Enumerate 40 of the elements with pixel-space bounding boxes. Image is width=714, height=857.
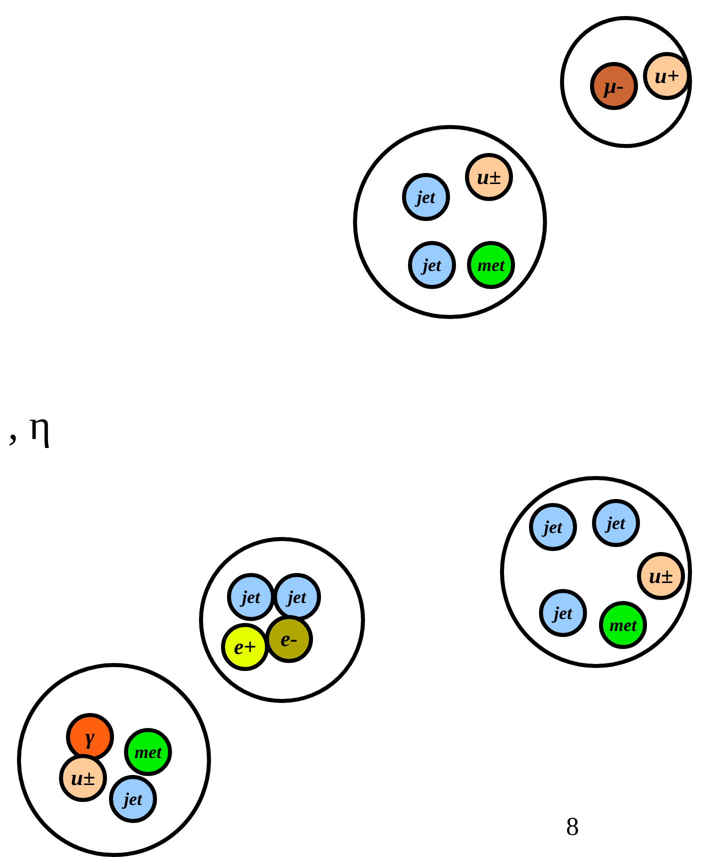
particle-label: jet bbox=[417, 188, 435, 206]
particle-circle bbox=[408, 241, 456, 289]
particle-label: u± bbox=[648, 565, 674, 587]
particle-circle bbox=[109, 775, 157, 823]
particle-label: jet bbox=[242, 588, 260, 606]
particle-circle bbox=[529, 503, 577, 551]
particle-label: jet bbox=[554, 604, 572, 622]
particle-label: e+ bbox=[234, 636, 256, 658]
particle-circle bbox=[227, 573, 275, 621]
particle-label: jet bbox=[607, 514, 625, 532]
particle-circle bbox=[539, 589, 587, 637]
particle-circle bbox=[66, 713, 114, 761]
particle-label: met bbox=[610, 616, 636, 634]
particle-circle bbox=[590, 62, 638, 110]
particle-circle bbox=[273, 573, 321, 621]
particle-label: u± bbox=[70, 767, 96, 789]
particle-label: γ bbox=[85, 726, 95, 748]
axis-label: , η bbox=[8, 405, 51, 447]
particle-circle bbox=[465, 153, 513, 201]
particle-circle bbox=[643, 52, 691, 100]
particle-circle bbox=[124, 728, 172, 776]
particle-circle bbox=[221, 623, 269, 671]
particle-circle bbox=[637, 552, 685, 600]
particle-label: e- bbox=[280, 628, 298, 650]
particle-label: jet bbox=[288, 588, 306, 606]
particle-label: jet bbox=[124, 790, 142, 808]
particle-label: met bbox=[134, 743, 162, 761]
particle-circle bbox=[402, 173, 450, 221]
particle-circle bbox=[265, 615, 313, 663]
particle-label: u± bbox=[476, 166, 502, 188]
particle-label: u+ bbox=[654, 65, 680, 87]
particle-label: met bbox=[478, 256, 504, 274]
page-number: 8 bbox=[566, 814, 579, 840]
particle-circle bbox=[592, 499, 640, 547]
particle-circle bbox=[59, 754, 107, 802]
particle-label: jet bbox=[423, 256, 441, 274]
particle-circle bbox=[599, 601, 647, 649]
particle-label: jet bbox=[544, 518, 562, 536]
particle-circle bbox=[467, 241, 515, 289]
particle-label: μ- bbox=[604, 75, 624, 97]
